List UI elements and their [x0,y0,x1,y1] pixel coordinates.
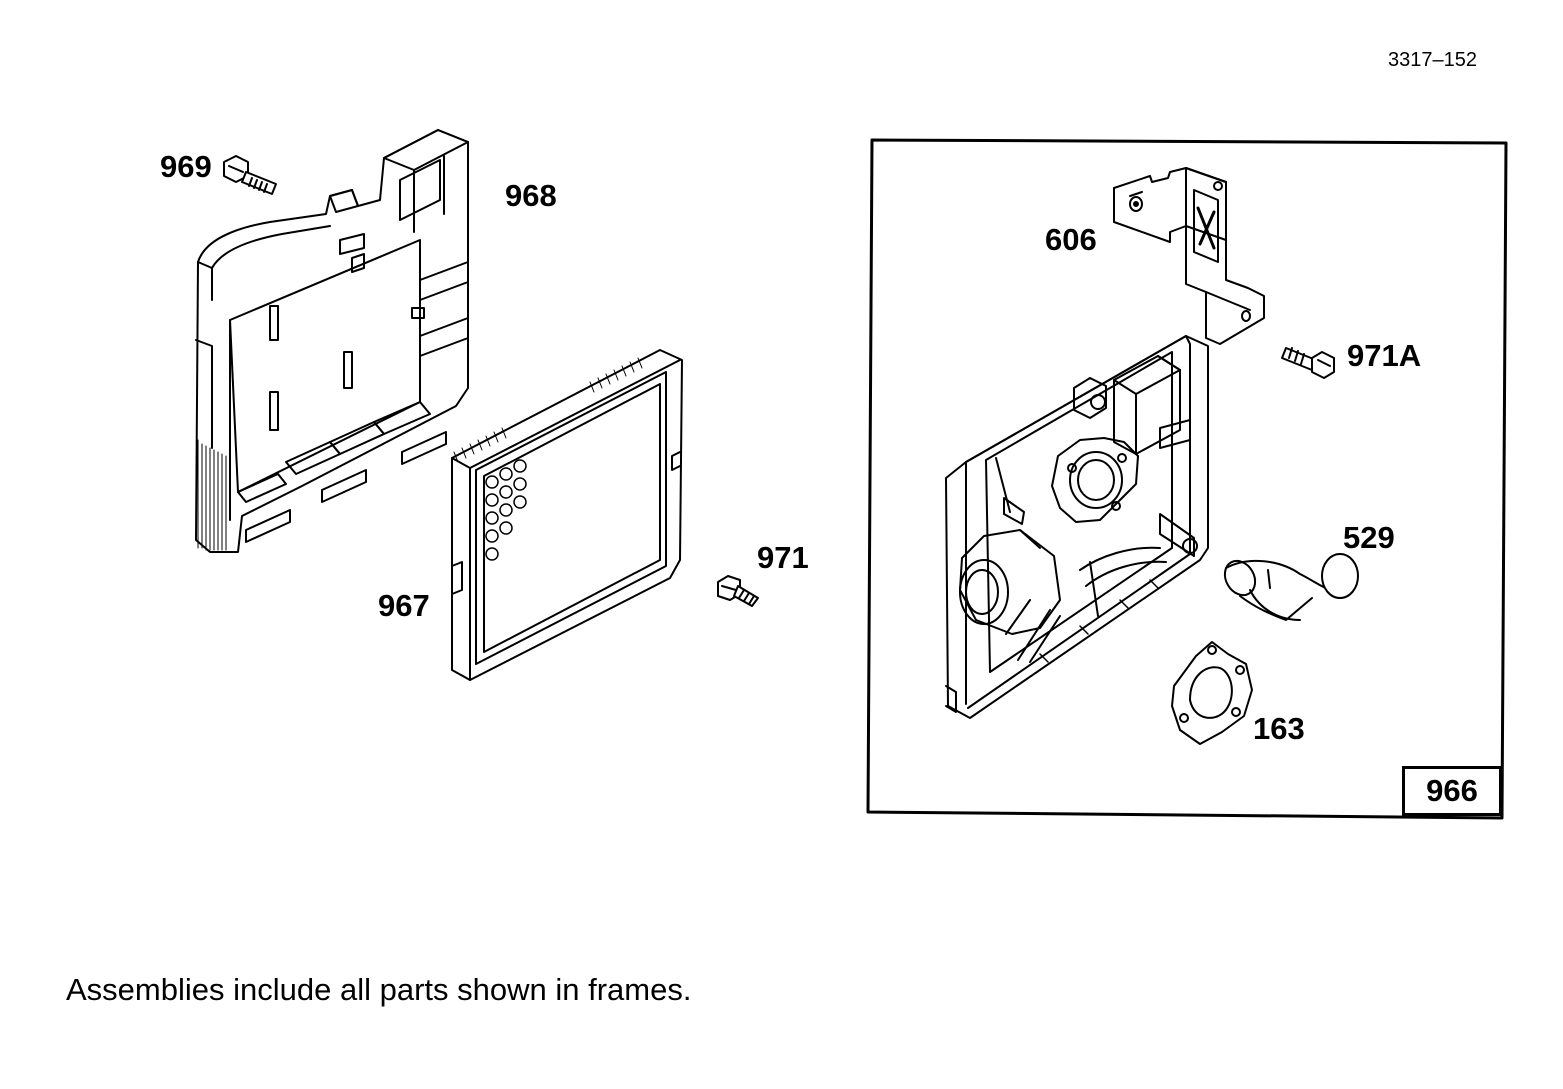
part-label-968: 968 [505,178,557,213]
part-529-elbow-tube [1223,553,1359,621]
part-968-air-cleaner-cover [195,129,469,553]
part-971a-screw [1281,347,1335,379]
part-967-air-filter [451,349,683,681]
part-966-base-plate [945,335,1209,719]
part-969-screw [223,155,277,195]
part-label-969: 969 [160,149,212,184]
drawing-number: 3317–152 [1388,49,1477,71]
part-label-967: 967 [378,588,430,623]
assembly-frame-966 [866,138,1508,820]
part-606-bracket [1113,167,1265,345]
part-label-163: 163 [1253,711,1305,746]
part-163-gasket [1171,641,1253,745]
part-label-529: 529 [1343,520,1395,555]
part-label-971: 971 [757,540,809,575]
part-971-screw [717,575,759,607]
assembly-number-box-966: 966 [1402,766,1502,816]
footnote: Assemblies include all parts shown in fr… [66,972,692,1007]
part-label-606: 606 [1045,222,1097,257]
part-label-971a: 971A [1347,338,1422,373]
